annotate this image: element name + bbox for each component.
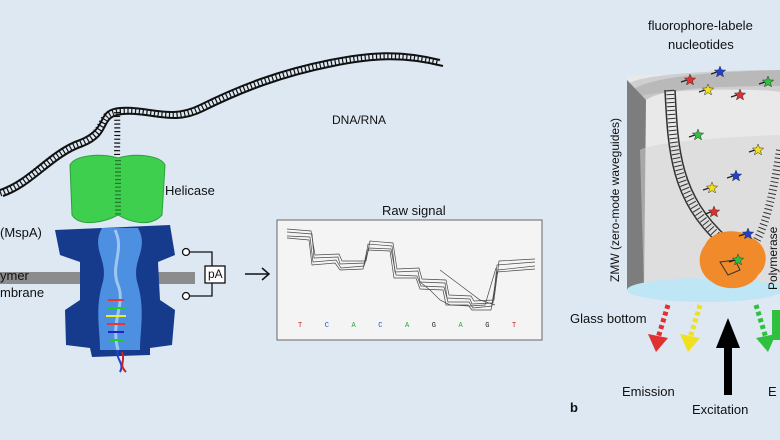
emission-arrow-red — [648, 304, 671, 352]
fluorophore-star — [683, 73, 697, 86]
emission-arrow-partial — [772, 310, 780, 340]
nucleotide-tail — [726, 175, 734, 179]
base-letter: A — [458, 322, 463, 330]
dna-strand — [0, 52, 444, 197]
membrane-label: mbrane — [0, 285, 45, 300]
nucleotide-tail — [710, 71, 718, 75]
fluorophore-nucleotides — [680, 65, 775, 266]
base-letter: G — [485, 322, 490, 330]
polymer-label: ymer — [0, 268, 29, 283]
excitation-label: Excitation — [692, 402, 749, 417]
base-letter: A — [405, 322, 410, 330]
nucleotide-tail — [702, 187, 710, 191]
nucleotide-tail — [748, 149, 756, 153]
template-strand — [664, 89, 780, 251]
fluorophore-label-line1: fluorophore-labele — [648, 18, 753, 33]
fluorophore-star — [701, 83, 715, 96]
nucleotide-tail — [680, 79, 688, 83]
helicase — [69, 154, 166, 224]
helicase-label: Helicase — [165, 183, 215, 198]
nucleotide-tail — [704, 211, 712, 215]
pore-label: (MspA) — [0, 225, 42, 240]
fluorophore-star — [741, 227, 755, 240]
fluorophore-star — [733, 88, 747, 101]
fluorophore-star — [751, 143, 765, 156]
raw-signal-title: Raw signal — [382, 203, 446, 218]
nucleotide-tail — [730, 94, 738, 98]
base-letter: A — [351, 322, 356, 330]
excitation-arrow — [716, 318, 740, 395]
glass-bottom-label: Glass bottom — [570, 311, 647, 326]
polymerase-label: Polymerase — [766, 226, 780, 290]
polymerase — [699, 231, 766, 289]
arrow-to-signal — [245, 267, 271, 281]
emission-arrow-green — [753, 304, 776, 352]
fluorophore-star — [761, 75, 775, 88]
nucleotide-tail — [698, 89, 706, 93]
fluorophore-star — [731, 253, 745, 266]
fluorophore-star — [729, 169, 743, 182]
current-circuit — [181, 247, 226, 301]
base-letter: C — [324, 322, 329, 330]
emission-label-partial: E — [768, 384, 777, 399]
fluorophore-star — [691, 128, 705, 141]
nucleotide-tail — [728, 259, 736, 263]
emission-arrow-yellow — [680, 304, 703, 352]
nucleotide-tail — [738, 233, 746, 237]
nanopore-mspa — [55, 225, 175, 373]
emission-label: Emission — [622, 384, 675, 399]
nucleotide-tail — [688, 134, 696, 138]
raw-signal-box — [276, 219, 543, 341]
raw-signal-trace — [286, 228, 536, 311]
base-letter: G — [431, 322, 436, 330]
nucleotide-tail — [758, 81, 766, 85]
fluorophore-star — [713, 65, 727, 78]
base-letter: C — [378, 322, 383, 330]
base-letter: T — [298, 322, 303, 330]
zmw-label: ZMW (zero-mode waveguides) — [608, 117, 622, 282]
fluorophore-label-line2: nucleotides — [668, 37, 734, 52]
fluorophore-star — [705, 181, 719, 194]
pa-label: pA — [208, 267, 223, 281]
dna-rna-label: DNA/RNA — [332, 113, 387, 127]
fluorophore-star — [707, 205, 721, 218]
panel-letter-b: b — [570, 400, 578, 415]
base-letter: T — [512, 322, 517, 330]
